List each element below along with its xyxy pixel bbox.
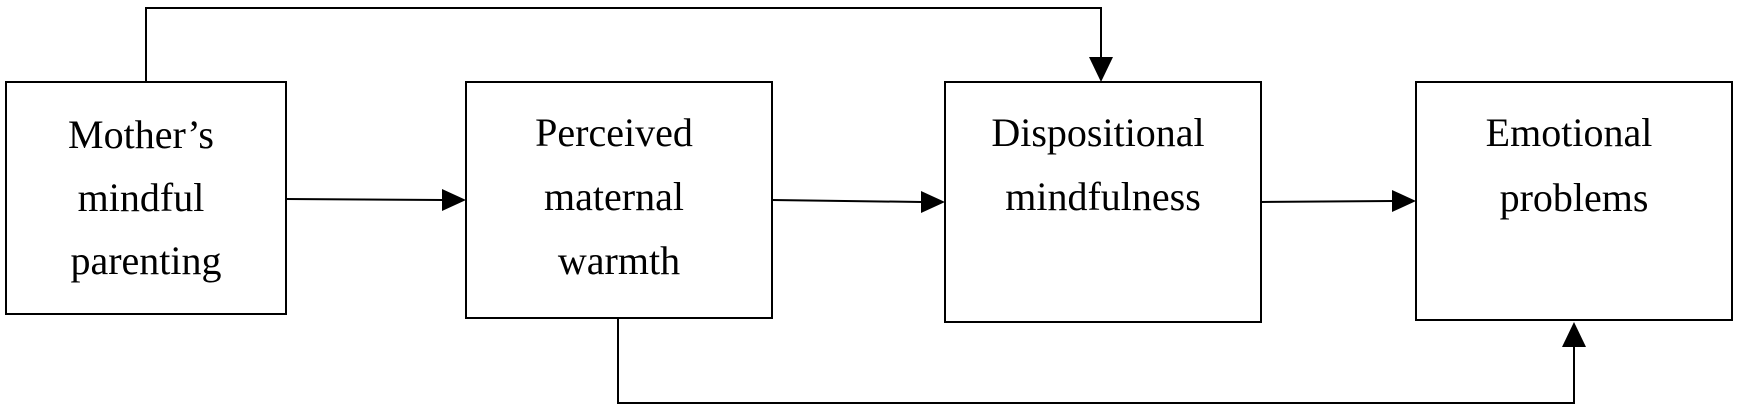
node-label-line: maternal — [544, 174, 684, 219]
node-label-line: mindfulness — [1005, 174, 1201, 219]
node-box — [944, 81, 1262, 323]
node-label-line: Perceived — [535, 110, 693, 155]
edge-dispositional-to-emotional — [1260, 200, 1394, 203]
edge-mother-to-dispositional — [145, 7, 1102, 82]
node-label-line: Mother’s — [68, 112, 214, 157]
node-label: Perceived maternal warmth — [535, 110, 703, 283]
node-mothers-mindful-parenting: Mother’s mindful parenting — [5, 81, 287, 315]
node-label: Emotional problems — [1486, 110, 1663, 220]
node-label-line: problems — [1500, 175, 1649, 220]
node-dispositional-mindfulness: Dispositional mindfulness — [944, 81, 1262, 323]
node-label-line: warmth — [558, 238, 680, 283]
edge-mother-to-warmth — [285, 198, 444, 201]
arrowhead-warmth-to-emotional — [1562, 322, 1586, 347]
node-emotional-problems: Emotional problems — [1415, 81, 1733, 321]
arrowhead-warmth-to-dispositional — [921, 191, 945, 213]
edge-warmth-to-emotional — [617, 318, 1575, 404]
arrowhead-dispositional-to-emotional — [1392, 190, 1416, 212]
node-label-line: Dispositional — [991, 110, 1204, 155]
node-label-line: mindful — [78, 175, 205, 220]
arrowhead-mother-to-dispositional — [1089, 57, 1113, 82]
node-box — [5, 81, 287, 315]
node-box — [1415, 81, 1733, 321]
node-label-line: Emotional — [1486, 110, 1653, 155]
node-label-line: parenting — [70, 238, 221, 283]
node-perceived-maternal-warmth: Perceived maternal warmth — [465, 81, 773, 319]
node-label: Dispositional mindfulness — [991, 110, 1214, 219]
node-label: Mother’s mindful parenting — [68, 112, 224, 283]
edge-warmth-to-dispositional — [771, 199, 923, 203]
node-box — [465, 81, 773, 319]
arrowhead-mother-to-warmth — [442, 189, 466, 211]
